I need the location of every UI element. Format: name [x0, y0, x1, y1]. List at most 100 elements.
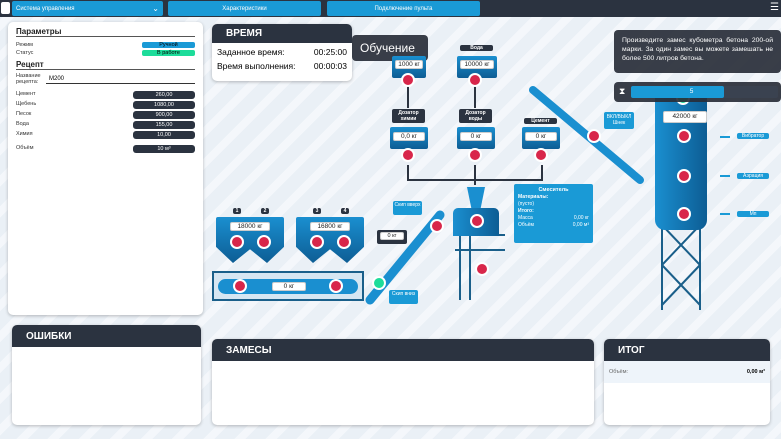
cement-label: Цемент: [16, 91, 36, 97]
set-time-label: Заданное время:: [217, 47, 285, 57]
gravel-value: 1080,00: [133, 101, 195, 109]
bin-2-valve[interactable]: [257, 235, 271, 249]
mode-label: Режим: [16, 42, 33, 48]
chem-tank-weight: 1000 кг: [395, 60, 423, 69]
bin-1-label: 1: [233, 208, 241, 214]
recipe-name-input[interactable]: M200: [46, 75, 195, 84]
screw-valve[interactable]: [587, 129, 601, 143]
bin-1-2-weight: 18000 кг: [230, 222, 270, 231]
materials-label: Материалы:: [518, 194, 549, 200]
mixer-valve[interactable]: [470, 214, 484, 228]
connect-console-button[interactable]: Подключение пульта: [327, 1, 480, 16]
mixer-hopper: [467, 187, 485, 209]
volume-label: Объём: [16, 145, 34, 151]
chem-tank-valve[interactable]: [401, 73, 415, 87]
cement-doser: 0 кг: [522, 127, 560, 149]
menu-icon[interactable]: ☰: [770, 2, 779, 13]
total-volume-label: Объём:: [609, 369, 629, 375]
water-tank-valve[interactable]: [468, 73, 482, 87]
status-label: Статус: [16, 50, 34, 56]
water-doser-valve[interactable]: [468, 148, 482, 162]
bin-2-label: 2: [261, 208, 269, 214]
silo-valve-2[interactable]: [677, 169, 691, 183]
volume-value: 10 м³: [133, 145, 195, 153]
mass-value: 0,00 кг: [573, 215, 589, 221]
skip-bottom-valve[interactable]: [372, 276, 386, 290]
water-value: 155,00: [133, 121, 195, 129]
skip-top-valve[interactable]: [430, 219, 444, 233]
silo-weight: 42000 кг: [663, 111, 707, 123]
timer-value: 5: [689, 88, 694, 95]
characteristics-button[interactable]: Характеристики: [168, 1, 321, 16]
bin-3-4: 16800 кг: [296, 217, 364, 263]
water-tank: 10000 кг: [457, 56, 497, 78]
instruction-tooltip: Произведите замес кубометра бетона 200-о…: [614, 30, 781, 73]
bin-1-valve[interactable]: [230, 235, 244, 249]
bin-4-label: 4: [341, 208, 349, 214]
aeration-button[interactable]: Аэрация: [737, 173, 769, 179]
mixer-info: Смеситель Материалы: (пусто) Итого: Масс…: [514, 184, 593, 243]
sand-value: 900,00: [133, 111, 195, 119]
bin-3-label: 3: [313, 208, 321, 214]
elapsed-time-value: 00:00:03: [313, 61, 347, 71]
water-doser-label: Дозатор воды: [459, 109, 492, 123]
mass-label: Масса: [518, 215, 533, 221]
bin-3-4-weight: 16800 кг: [310, 222, 350, 231]
recipe-name-label: Название рецепта:: [16, 73, 41, 85]
cement-doser-label: Цемент: [524, 118, 557, 124]
batches-title: ЗАМЕСЫ: [212, 339, 594, 361]
belt-left-valve[interactable]: [233, 279, 247, 293]
total-volume-value: 0,00 м³: [746, 369, 765, 375]
elapsed-time-label: Время выполнения:: [217, 61, 296, 71]
timer-bar: ⧗ 5: [614, 82, 781, 102]
water-doser: 0 кг: [457, 127, 495, 149]
system-select[interactable]: Система управления ⌄: [12, 1, 163, 16]
chem-doser-weight: 0,0 кг: [393, 132, 425, 141]
water-doser-weight: 0 кг: [460, 132, 492, 141]
recipe-title: Рецепт: [16, 60, 195, 70]
belt-weight: 0 кг: [272, 282, 306, 291]
water-label: Вода: [460, 45, 493, 51]
total-panel: ИТОГ Объём:0,00 м³: [604, 339, 770, 425]
status-badge: В работе: [142, 50, 195, 56]
chemicals-value: 10,00: [133, 131, 195, 139]
chem-doser-valve[interactable]: [401, 148, 415, 162]
set-time-value: 00:25:00: [313, 47, 347, 57]
timer-progress: [631, 86, 724, 98]
chevron-down-icon: ⌄: [152, 4, 159, 13]
materials-value: (пусто): [518, 201, 534, 207]
belt-conveyor: 0 кг: [212, 271, 364, 301]
mixer-outlet-valve[interactable]: [475, 262, 489, 276]
screw-toggle-button[interactable]: ВКЛ/ВЫКЛ Шнек: [604, 112, 634, 129]
skip-weight: 0 кг: [380, 232, 404, 240]
mixer-volume-label: Объём: [518, 222, 534, 228]
mixer-title: Смеситель: [538, 187, 569, 193]
chem-doser-label: Дозатор химии: [392, 109, 425, 123]
skip-up-button[interactable]: Скип вверх: [393, 201, 422, 215]
sand-label: Песок: [16, 111, 32, 117]
gravel-label: Щебень: [16, 101, 37, 107]
bin-3-valve[interactable]: [310, 235, 324, 249]
skip-down-button[interactable]: Скип вниз: [389, 290, 418, 304]
hourglass-icon: ⧗: [619, 86, 626, 96]
cement-doser-valve[interactable]: [534, 148, 548, 162]
water-tank-weight: 10000 кг: [460, 60, 494, 69]
mixer-volume-value: 0,00 м³: [572, 222, 589, 228]
cement-doser-weight: 0 кг: [525, 132, 557, 141]
water-label: Вода: [16, 121, 29, 127]
mode-value[interactable]: Ручной: [142, 42, 195, 48]
system-select-label: Система управления: [16, 5, 75, 12]
belt-right-valve[interactable]: [329, 279, 343, 293]
silo-valve-3[interactable]: [677, 207, 691, 221]
vibrator-button[interactable]: Вибратор: [737, 133, 769, 139]
errors-title: ОШИБКИ: [12, 325, 201, 347]
time-title: ВРЕМЯ: [212, 24, 352, 43]
chem-doser: 0,0 кг: [390, 127, 428, 149]
mill-button[interactable]: Мп: [737, 211, 769, 217]
chem-tank: 1000 кг: [392, 56, 426, 78]
silo-valve-1[interactable]: [677, 129, 691, 143]
training-tooltip: Обучение: [352, 35, 428, 61]
batches-panel: ЗАМЕСЫ: [212, 339, 594, 425]
bin-4-valve[interactable]: [337, 235, 351, 249]
